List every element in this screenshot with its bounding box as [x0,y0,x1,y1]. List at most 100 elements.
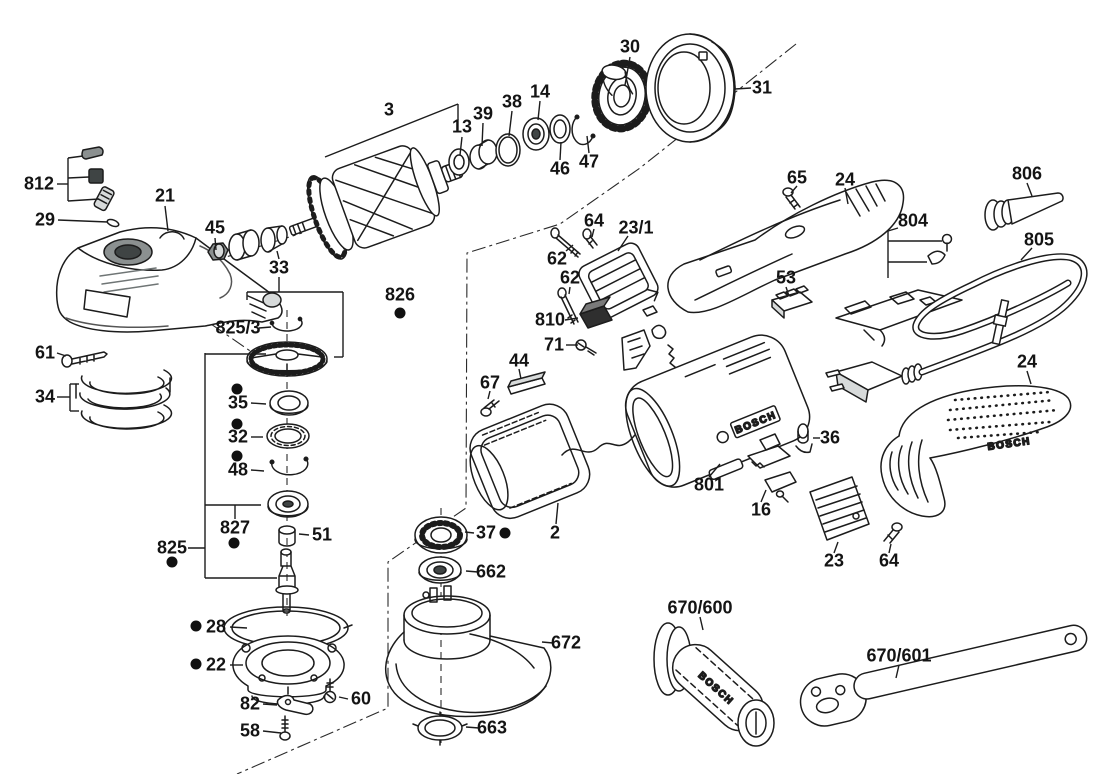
part-bolt-62-upper [550,227,581,258]
leader-line-31 [734,87,752,90]
leader-line-37 [464,531,475,534]
part-spindle-827 [275,548,299,614]
leader-line-3 [324,103,459,158]
leader-line-29 [57,219,109,223]
leader-line-24-top [844,187,849,205]
part-handle-grip-24: BOSCH [880,385,1072,518]
leader-line-67 [487,390,491,400]
leader-line-663 [465,726,480,729]
part-screw-60 [323,678,337,704]
leader-line-64-upper [591,228,595,238]
part-bolt-62-lower [557,287,579,325]
part-snap-ring-48 [269,456,309,476]
part-screw-61 [61,351,108,368]
part-bearing-37 [414,516,468,554]
part-pin-wrench-670-601 [799,624,1088,727]
part-carbon-brush-810 [579,296,613,329]
leader-line-812 [67,176,90,179]
part-screw-71 [575,339,597,356]
leader-line-24-grip [1026,370,1032,385]
leader-line-48 [250,469,265,472]
part-screw-64-upper [582,228,598,249]
leader-line-38 [508,110,513,137]
leader-line-28 [229,626,248,629]
leader-line-30 [624,56,631,86]
part-lever-82 [276,686,314,716]
leader-line-33 [276,250,280,260]
leader-line-44 [518,368,522,380]
part-screw-67 [480,399,500,417]
part-small-parts-36 [795,423,813,454]
part-screw-64-lower [883,522,903,544]
leader-line-801 [708,463,721,478]
bullet-markers [166,307,511,670]
bullet-marker [190,658,202,670]
bullet-marker [499,527,511,539]
part-field-stator-2 [469,403,591,520]
bullet-marker [190,620,202,632]
part-bearing-flange-22 [232,635,345,705]
leader-lines [56,56,1033,734]
leader-line-804 [887,227,899,232]
part-wheel-guard-672 [385,585,552,718]
part-bearing-662 [418,556,462,584]
leader-line-65 [790,185,798,194]
part-washer-29 [106,218,120,228]
part-cord-grip-806 [984,192,1064,231]
part-motor-housing-801: BOSCH [624,334,811,488]
bullet-marker [166,556,178,568]
bullet-marker [228,537,240,549]
part-bearing-cover-31 [645,33,736,143]
leader-line-2 [555,502,559,525]
part-ring-32 [266,423,310,449]
leader-line-812 [67,155,84,159]
leader-line-806 [1026,182,1033,197]
leader-line-45 [214,237,217,251]
bullet-marker [231,450,243,462]
part-air-deflector-23 [809,476,870,541]
part-ring-663 [412,711,468,746]
part-brush-holder-cluster [621,305,676,371]
part-bearing-35 [269,390,309,416]
part-sleeve-39 [469,139,498,170]
leader-line-21 [164,205,169,232]
part-lock-bar-44 [507,371,546,395]
leader-line-39 [481,122,484,147]
part-electronics-module-804 [835,233,963,347]
leader-line-13 [459,136,463,156]
part-bearing-14 [522,117,550,151]
leader-line-670-600 [699,616,704,631]
part-nut-45 [207,242,229,261]
leader-line-670-601 [895,664,900,679]
leader-line-64-lower [888,543,892,554]
part-ring-38 [495,133,521,167]
leader-line-23-deflector [833,541,839,554]
leader-line-60 [338,696,349,700]
leader-line-82 [262,703,278,706]
leader-line-662 [465,570,479,573]
leader-line-810 [564,317,579,321]
part-screw-65 [782,187,801,210]
leader-line-62-lower [568,286,571,295]
part-washer-46 [549,114,571,144]
part-snap-ring-825-3 [269,316,303,332]
leader-line-53 [785,286,790,297]
part-clamp-rings-34 [75,369,173,430]
bullet-marker [231,418,243,430]
part-sleeve-51 [278,525,296,547]
part-brush-kit-812 [81,146,115,212]
bullet-marker [231,383,243,395]
leader-line-16 [760,489,767,503]
part-power-cord-805 [825,253,1088,403]
leader-line-47 [586,135,590,154]
leader-line-46 [559,141,562,161]
part-snap-ring-47 [571,114,596,146]
part-aux-handle-670-600: BOSCH [653,622,775,747]
leader-line-14 [537,100,541,121]
part-crown-gear-30 [591,59,653,133]
leader-line-825-3 [258,326,272,329]
leader-line-23-1 [617,235,629,252]
part-bearing-825 [267,490,309,518]
part-bumper-33 [228,225,288,261]
